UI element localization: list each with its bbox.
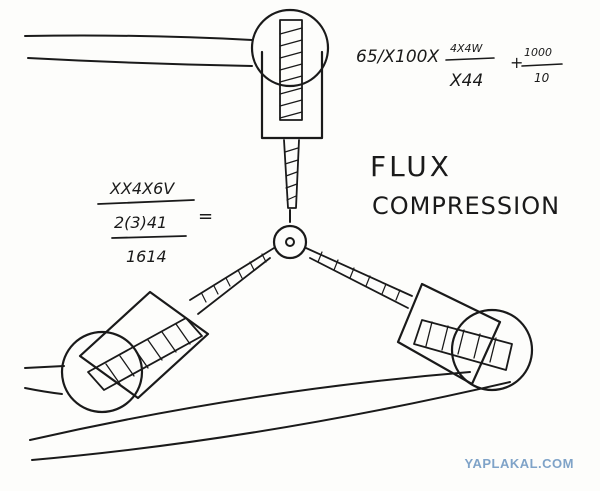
formula-top-frac1-bar [445,57,495,61]
formula-top-frac2-den: 10 [534,71,550,85]
wire-top-left-upper [24,34,253,41]
left-arm-hatching [201,253,267,303]
formula-top-frac1-num: 4X4W [450,42,484,55]
left-electrode-sphere [60,330,144,414]
top-electrode-housing [260,50,324,140]
formula-left-equals: = [198,206,213,227]
left-electrode-coil-hatching [105,323,191,385]
formula-left-bar-1 [97,199,195,205]
wire-top-left-lower [27,57,253,67]
right-electrode [305,247,534,392]
top-electrode [250,8,330,209]
wire-left-lower [24,387,63,395]
right-electrode-sphere [450,308,534,392]
formula-top-frac2-num: 1000 [524,46,552,59]
formula-left-line-1: XX4X6V [109,179,175,198]
formula-left: XX4X6V 2(3)41 = 1614 [97,179,213,266]
formula-top: 65/X100X 4X4W X44 + 1000 10 [356,42,563,91]
title-line-2: COMPRESSION [372,192,560,220]
formula-top-frac1-den: X44 [449,71,483,91]
hub-outer-ring [272,224,308,260]
formula-top-frac2-bar [521,63,563,67]
right-electrode-housing [396,282,502,386]
top-arm-hatching [284,147,299,201]
top-arm [283,139,300,209]
formula-left-line-2: 2(3)41 [114,213,167,232]
formula-top-left: 65/X100X [356,47,439,67]
right-arm-hatching [317,251,401,301]
left-electrode [60,247,275,414]
watermark: YAPLAKAL.COM [464,456,574,471]
wire-bottom-lower [31,381,511,461]
title-line-1: FLUX [370,150,452,183]
wire-bottom-upper [29,371,471,441]
formula-left-line-3: 1614 [126,247,167,266]
left-electrode-coil-outline [87,317,203,391]
wire-left-upper [24,365,65,369]
wires [24,34,511,461]
top-electrode-coil-hatching [279,27,303,119]
formula-top-plus: + [510,53,523,72]
title: FLUX COMPRESSION [370,150,560,220]
top-electrode-sphere [250,8,330,88]
right-electrode-coil-outline [413,319,513,371]
center-hub [272,209,308,260]
formula-left-bar-2 [111,235,187,239]
right-arm [305,247,413,309]
left-arm [189,247,275,315]
hub-center-dot [285,237,295,247]
right-electrode-coil-hatching [425,321,497,363]
left-electrode-housing [78,290,210,400]
